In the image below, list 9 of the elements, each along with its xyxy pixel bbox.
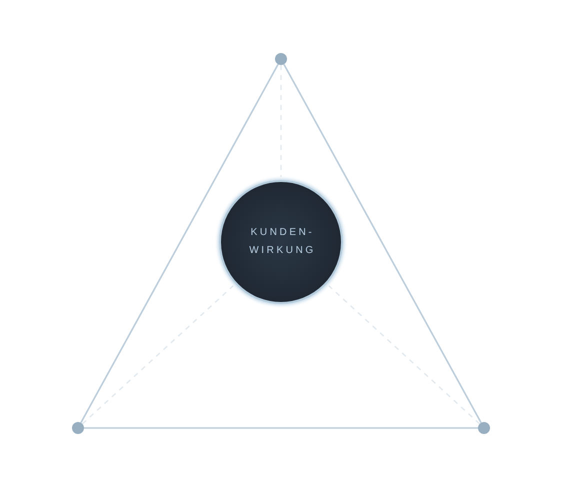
- vertex-dot: [72, 422, 84, 434]
- vertex-dot: [275, 53, 287, 65]
- vertex-dot: [478, 422, 490, 434]
- node-label: KUNDEN-WIRKUNG: [248, 226, 317, 258]
- triangle-side-line: [80, 64, 279, 424]
- dashed-connector-line: [82, 285, 234, 424]
- triangle-side-line: [283, 64, 482, 424]
- triangle-side-line: [84, 427, 478, 429]
- dashed-connector-line: [328, 285, 480, 424]
